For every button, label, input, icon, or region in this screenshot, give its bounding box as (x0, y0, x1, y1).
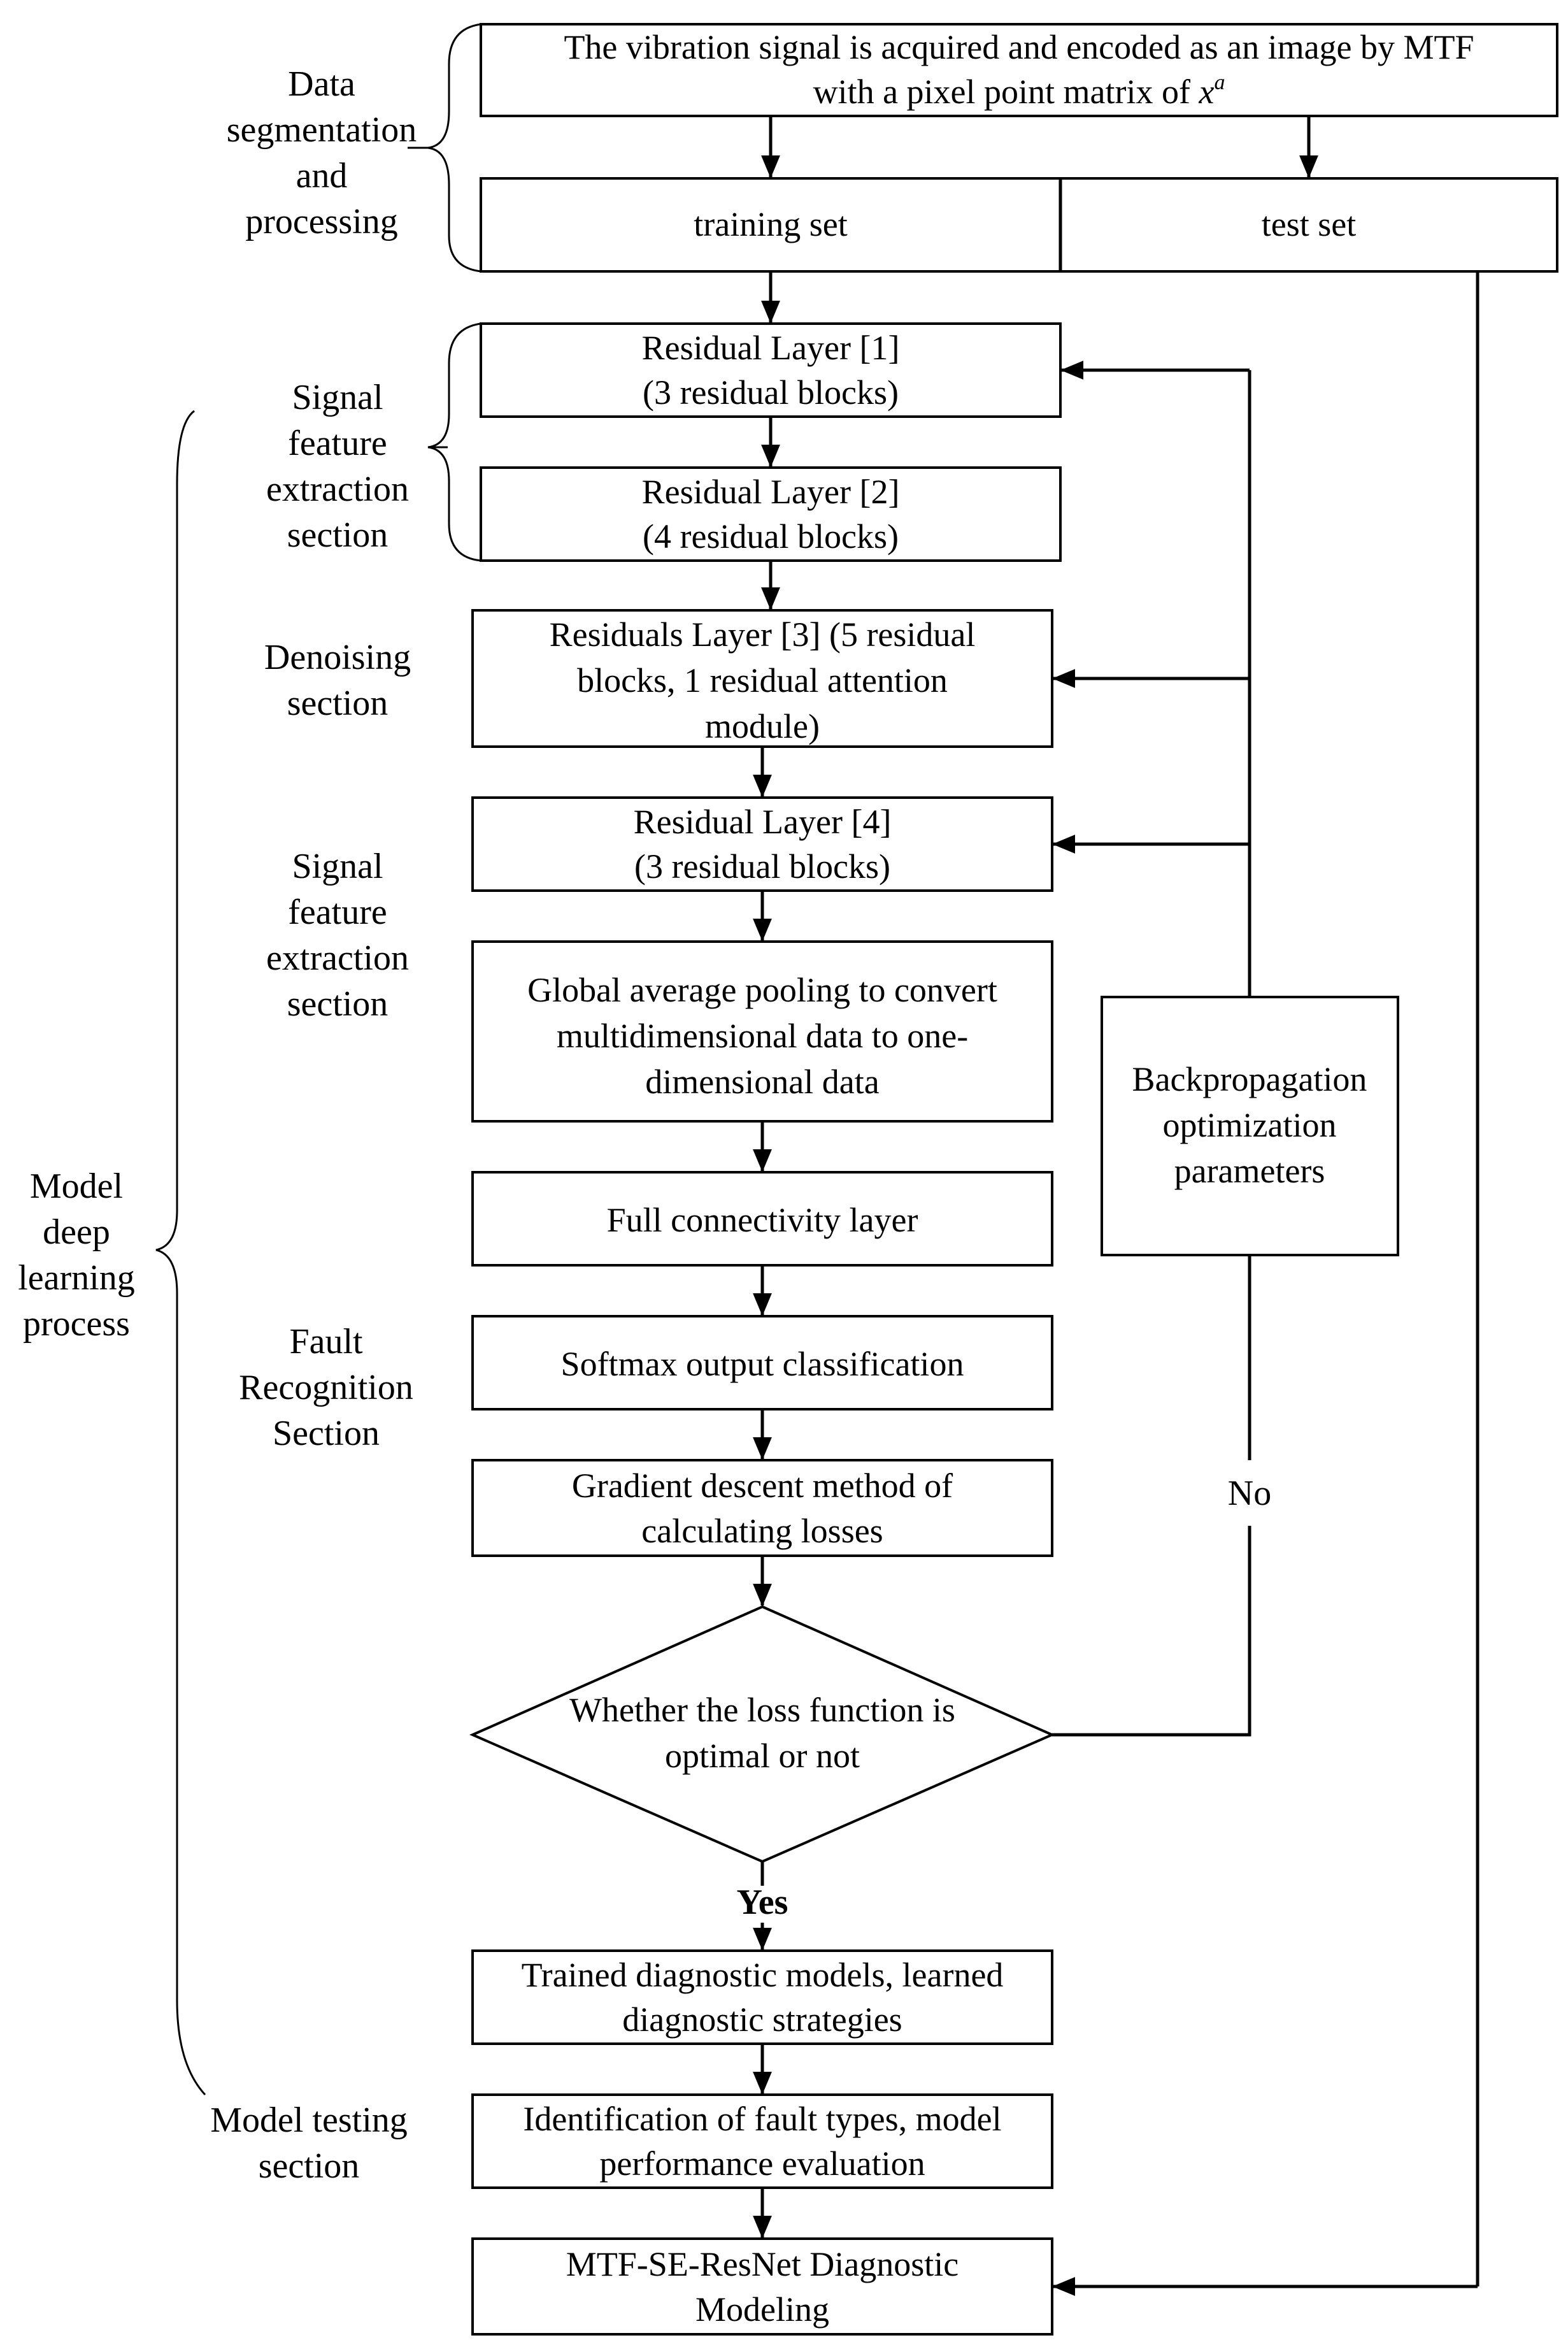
svg-text:Softmax output classification: Softmax output classification (561, 1345, 964, 1383)
svg-text:optimization: optimization (1163, 1106, 1337, 1144)
svg-text:(4 residual blocks): (4 residual blocks) (643, 517, 899, 556)
svg-text:Signal: Signal (292, 847, 383, 886)
svg-text:(3 residual blocks): (3 residual blocks) (634, 847, 890, 886)
svg-text:performance evaluation: performance evaluation (599, 2144, 925, 2183)
svg-text:Global average pooling to conv: Global average pooling to convert (527, 971, 997, 1009)
acquire-line1: The vibration signal is acquired and enc… (564, 28, 1474, 66)
trained-models-box: Trained diagnostic models, learned diagn… (471, 1949, 1053, 2045)
residual-layer-3-box: Residuals Layer [3] (5 residual blocks, … (471, 609, 1053, 748)
svg-text:Signal: Signal (292, 378, 383, 417)
svg-text:diagnostic strategies: diagnostic strategies (622, 2000, 902, 2039)
signal-feature-bracket (427, 322, 481, 562)
denoising-section-label: Denoising section (264, 638, 411, 723)
feedback-no-path (1052, 361, 1251, 1737)
svg-text:Modeling: Modeling (695, 2290, 829, 2329)
svg-text:blocks, 1 residual attention: blocks, 1 residual attention (577, 661, 948, 700)
residual-layer-4-box: Residual Layer [4] (3 residual blocks) (471, 796, 1053, 892)
svg-text:extraction: extraction (266, 470, 409, 509)
svg-text:Residual Layer [1]: Residual Layer [1] (642, 329, 900, 367)
svg-text:Full connectivity layer: Full connectivity layer (607, 1201, 918, 1239)
softmax-box: Softmax output classification (471, 1315, 1053, 1410)
svg-text:Model testing: Model testing (210, 2100, 408, 2140)
fault-recognition-label: Fault Recognition Section (239, 1322, 413, 1453)
full-connectivity-box: Full connectivity layer (471, 1171, 1053, 1267)
svg-text:section: section (259, 2146, 360, 2186)
svg-text:process: process (23, 1304, 130, 1344)
residual-layer-2-box: Residual Layer [2] (4 residual blocks) (480, 466, 1062, 562)
svg-text:calculating losses: calculating losses (641, 1512, 883, 1550)
global-average-pooling-box: Global average pooling to convert multid… (471, 940, 1053, 1123)
svg-text:Fault: Fault (289, 1322, 363, 1361)
svg-text:multidimensional data to one-: multidimensional data to one- (557, 1017, 968, 1055)
svg-text:parameters: parameters (1174, 1152, 1325, 1190)
svg-text:Trained diagnostic models, lea: Trained diagnostic models, learned (522, 1956, 1004, 1994)
svg-text:feature: feature (288, 424, 387, 463)
model-deep-learning-label: Model deep learning process (18, 1166, 134, 1344)
svg-text:and: and (296, 156, 348, 196)
svg-text:dimensional data: dimensional data (645, 1063, 879, 1101)
svg-text:section: section (287, 684, 388, 723)
svg-text:MTF-SE-ResNet Diagnostic: MTF-SE-ResNet Diagnostic (566, 2245, 959, 2283)
signal-feature-extraction-label-1: Signal feature extraction section (266, 378, 409, 555)
dataset-split-box: training set test set (480, 177, 1558, 273)
yes-label: Yes (737, 1883, 788, 1922)
svg-text:segmentation: segmentation (227, 110, 417, 150)
training-set-label: training set (694, 205, 847, 243)
svg-text:(3 residual blocks): (3 residual blocks) (643, 373, 899, 412)
data-segmentation-label: Data segmentation and processing (227, 64, 417, 241)
svg-text:module): module) (705, 707, 820, 745)
svg-text:extraction: extraction (266, 938, 409, 978)
svg-text:processing: processing (245, 202, 398, 241)
loss-decision-diamond: Whether the loss function is optimal or … (469, 1605, 1055, 1863)
final-model-box: MTF-SE-ResNet Diagnostic Modeling (471, 2237, 1053, 2336)
svg-text:Data: Data (288, 64, 355, 104)
svg-text:Residuals Layer [3] (5 residua: Residuals Layer [3] (5 residual (550, 615, 976, 654)
test-set-path (1052, 271, 1479, 2296)
identification-box: Identification of fault types, model per… (471, 2093, 1053, 2189)
svg-text:Recognition: Recognition (239, 1368, 413, 1407)
acquire-line2: with a pixel point matrix of xa (813, 71, 1225, 111)
svg-text:deep: deep (43, 1212, 110, 1252)
svg-text:feature: feature (288, 893, 387, 932)
svg-text:Residual Layer [2]: Residual Layer [2] (642, 473, 900, 511)
signal-feature-extraction-label-2: Signal feature extraction section (266, 847, 409, 1024)
svg-text:Backpropagation: Backpropagation (1132, 1060, 1367, 1098)
svg-text:Residual Layer [4]: Residual Layer [4] (634, 803, 892, 841)
no-label: No (1228, 1474, 1271, 1513)
svg-text:Model: Model (30, 1166, 123, 1206)
svg-text:Identification of fault types,: Identification of fault types, model (523, 2100, 1001, 2138)
test-set-label: test set (1262, 205, 1356, 243)
residual-layer-1-box: Residual Layer [1] (3 residual blocks) (480, 322, 1062, 418)
svg-text:Gradient descent method of: Gradient descent method of (572, 1467, 953, 1505)
svg-text:optimal or not: optimal or not (665, 1737, 860, 1775)
svg-text:learning: learning (18, 1258, 134, 1298)
svg-text:section: section (287, 515, 388, 555)
gradient-descent-box: Gradient descent method of calculating l… (471, 1459, 1053, 1557)
model-deep-learning-bracket (155, 410, 206, 2096)
svg-text:Whether the loss function is: Whether the loss function is (569, 1691, 955, 1729)
model-testing-label: Model testing section (210, 2100, 408, 2186)
svg-text:Section: Section (273, 1414, 380, 1453)
svg-text:Denoising: Denoising (264, 638, 411, 677)
svg-text:section: section (287, 984, 388, 1024)
backpropagation-box: Backpropagation optimization parameters (1101, 996, 1399, 1256)
acquire-box: The vibration signal is acquired and enc… (480, 23, 1558, 117)
data-seg-bracket (408, 23, 481, 273)
